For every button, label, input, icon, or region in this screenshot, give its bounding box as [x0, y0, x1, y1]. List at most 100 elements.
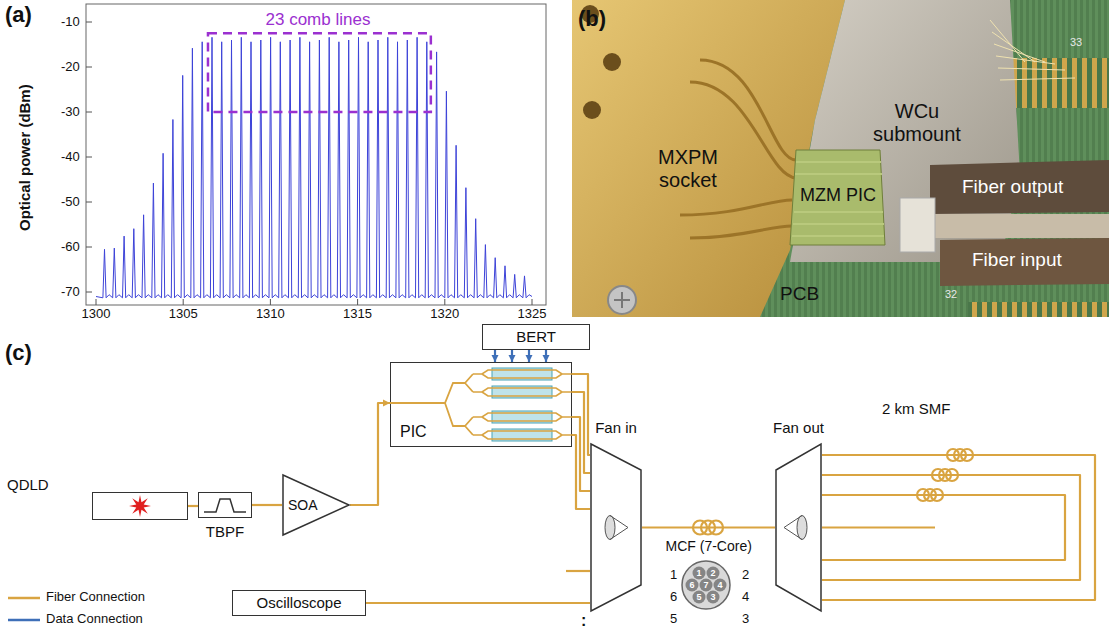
arrowhead	[526, 355, 533, 362]
fiber-cross-section	[682, 561, 730, 609]
fan-out-trapezoid: Fan out	[775, 443, 822, 612]
connector-line	[642, 526, 775, 528]
laser-box: QDLD	[92, 492, 188, 520]
pic-box-shape	[473, 388, 572, 396]
fiber-cross-section	[714, 579, 727, 592]
axis-ticks	[532, 299, 533, 305]
tick-label: -70	[61, 285, 80, 300]
core-number: 3	[742, 612, 749, 627]
fiber-cross-section	[693, 567, 706, 580]
pic-box-shape	[473, 370, 572, 378]
tick-label: 1315	[343, 307, 372, 322]
fiber-assembly	[900, 160, 1109, 286]
mxpm-socket	[583, 101, 601, 119]
node-label: BERT	[516, 328, 556, 345]
fiber-connector	[572, 417, 590, 491]
arrowhead	[509, 355, 516, 362]
fiber-connector	[350, 400, 390, 506]
amplifier-triangle: SOA	[282, 474, 350, 536]
plot-frame	[86, 4, 546, 305]
fan-out-trapezoid-shape	[797, 516, 807, 540]
data-connector	[492, 350, 499, 362]
arrowhead	[492, 355, 499, 362]
wire-bonds	[996, 56, 1055, 64]
pcb-board	[572, 0, 1109, 317]
fan-out-trapezoid-shape	[775, 443, 822, 612]
core-number: 3	[711, 592, 716, 602]
legend-samples	[8, 619, 40, 622]
arrowhead	[543, 355, 550, 362]
comb-annotation: 23 comb lines	[266, 10, 371, 30]
tick-label: 1305	[169, 307, 198, 322]
tick-label: 1310	[256, 307, 285, 322]
core-number: 7	[704, 580, 709, 590]
node-label: Fan out	[773, 419, 824, 436]
tick-label: -20	[61, 60, 80, 75]
axis-ticks	[183, 299, 184, 305]
bert-box: BERT	[482, 324, 590, 350]
fiber-assembly	[900, 198, 935, 252]
part-label: Fiber input	[972, 249, 1062, 271]
axis-ticks	[86, 22, 532, 305]
fiber-cross-section	[700, 579, 713, 592]
node-label: Oscilloscope	[256, 594, 341, 611]
fan-out-trapezoid-shape	[776, 444, 821, 611]
data-connector	[509, 350, 516, 362]
fan-out-trapezoid-shape	[784, 516, 802, 540]
pin-number: 33	[1070, 36, 1082, 49]
fiber-line	[822, 526, 935, 528]
mxpm-socket	[690, 226, 792, 238]
legend-text: Fiber Connection	[46, 590, 145, 605]
core-number: 4	[718, 580, 723, 590]
filter-box-shape	[204, 499, 246, 512]
node-label: PIC	[400, 423, 427, 441]
node-label: QDLD	[7, 476, 49, 493]
connector-line	[572, 435, 590, 509]
fiber-cross-section	[686, 579, 699, 592]
fiber-cross-section	[682, 561, 730, 609]
fiber-line	[566, 449, 1095, 600]
connector-line	[252, 504, 282, 506]
node-label: SOA	[288, 497, 318, 513]
axis-ticks	[86, 247, 92, 248]
part-label: MZM PIC	[800, 185, 876, 206]
core-number: 6	[690, 580, 695, 590]
tick-label: -10	[61, 15, 80, 30]
axis-ticks	[86, 292, 92, 293]
edge-label: MCF (7-Core)	[664, 538, 754, 554]
fiber-connector	[642, 527, 775, 528]
axis-ticks	[86, 22, 92, 23]
fan-in-trapezoid-shape	[590, 443, 642, 612]
laser-box-shape	[92, 492, 188, 520]
panel-letter: (b)	[578, 6, 606, 31]
fiber-cross-section	[693, 591, 706, 604]
axis-ticks	[86, 157, 92, 158]
fiber-line	[822, 475, 1080, 580]
core-number: 6	[670, 590, 677, 605]
pic-box-shape	[473, 431, 572, 439]
tick-label: -30	[61, 105, 80, 120]
axis-ticks	[444, 299, 445, 305]
amplifier-triangle-shape	[283, 475, 349, 535]
legend-samples	[8, 597, 40, 600]
axis-ticks	[86, 112, 92, 113]
fiber-line	[946, 469, 958, 481]
fiber-line	[822, 455, 1095, 600]
comb-spectrum	[96, 37, 532, 298]
fiber-cross-section	[707, 567, 720, 580]
mxpm-socket	[614, 292, 630, 308]
filter-box: TBPF	[198, 492, 252, 518]
mzm-chip	[790, 150, 885, 245]
panel-letter: (a)	[5, 2, 32, 27]
core-number: 2	[742, 568, 749, 583]
oscilloscope-box: Oscilloscope	[232, 590, 366, 616]
part-label: PCB	[780, 283, 819, 305]
panel-letter: (c)	[5, 340, 32, 365]
fan-in-trapezoid: Fan in	[590, 443, 642, 612]
fiber-line	[931, 489, 943, 501]
pin-row	[968, 302, 1109, 317]
core-number: 1	[697, 568, 702, 578]
